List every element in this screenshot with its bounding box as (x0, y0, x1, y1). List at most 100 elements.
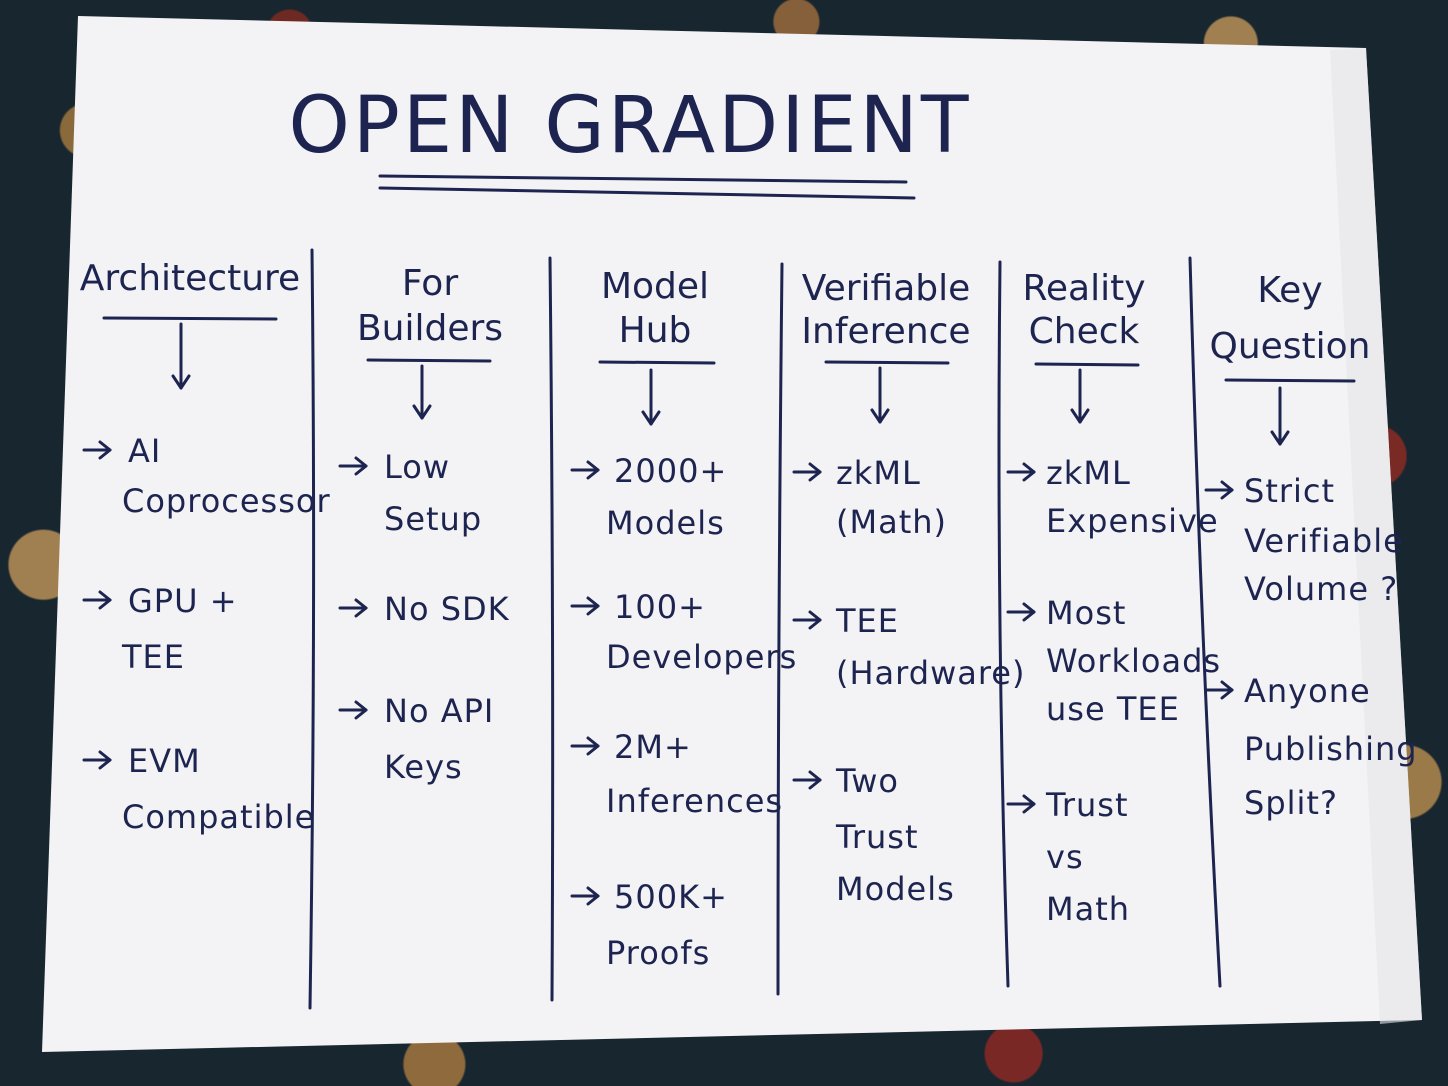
down-arrow-icon (870, 366, 890, 424)
list-item-text: 100+ (614, 588, 706, 626)
right-arrow-icon (82, 440, 112, 460)
right-arrow-icon (1006, 602, 1036, 622)
column-heading: Reality (1022, 268, 1145, 309)
list-item-text: No API (384, 692, 494, 730)
column-heading: Check (1029, 311, 1140, 352)
list-item-text: Developers (606, 638, 797, 676)
list-item-text: Inferences (606, 782, 783, 820)
right-arrow-icon (1006, 462, 1036, 482)
list-item-text: Verifiable (1244, 522, 1404, 560)
column-5: RealityCheckzkMLExpensiveMostWorkloadsus… (1006, 268, 1220, 928)
right-arrow-icon (570, 736, 600, 756)
heading-underline (824, 360, 950, 365)
column-3: ModelHub2000+Models100+Developers2M+Infe… (570, 266, 797, 972)
list-item: zkML(Math) (792, 454, 947, 541)
list-item-text: Trust (835, 818, 919, 856)
list-item-text: Split? (1244, 784, 1338, 822)
column-divider-2 (548, 256, 555, 1002)
title-underline-2 (378, 186, 916, 200)
column-heading: For (402, 263, 458, 304)
right-arrow-icon (82, 590, 112, 610)
list-item-text: (Hardware) (836, 654, 1025, 692)
list-item: TEE (Hardware) (792, 602, 1025, 692)
list-item-text: Keys (384, 748, 463, 786)
list-item-text: (Math) (836, 503, 947, 541)
right-arrow-icon (1204, 680, 1234, 700)
list-item-text: Low (384, 448, 450, 486)
list-item-text: Models (836, 870, 955, 908)
list-item-text: Math (1046, 890, 1130, 928)
heading-underline (598, 360, 716, 365)
list-item: No API Keys (338, 692, 494, 786)
list-item-text: 500K+ (614, 878, 728, 916)
heading-underline (366, 358, 492, 363)
list-item-text: Coprocessor (122, 482, 331, 520)
list-item-text: 2000+ (614, 452, 727, 490)
right-arrow-icon (1006, 794, 1036, 814)
list-item: 100+ Developers (570, 588, 797, 676)
down-arrow-icon (412, 364, 432, 420)
page-title: OPEN GRADIENT (288, 81, 971, 171)
right-arrow-icon (792, 462, 822, 482)
list-item-text: EVM (128, 742, 201, 780)
right-arrow-icon (338, 700, 368, 720)
list-item-text: No SDK (384, 590, 510, 628)
list-item-text: GPU + (128, 582, 238, 620)
right-arrow-icon (338, 598, 368, 618)
column-heading: Verifiable (802, 268, 971, 309)
heading-underline (1034, 362, 1140, 367)
right-arrow-icon (570, 596, 600, 616)
column-heading: Architecture (80, 258, 300, 299)
list-item-text: Anyone (1244, 672, 1371, 710)
list-item-text: zkML (1046, 454, 1131, 492)
list-item-text: Compatible (122, 798, 315, 836)
heading-underline (102, 316, 278, 321)
list-item-text: Trust (1045, 786, 1129, 824)
right-arrow-icon (570, 886, 600, 906)
column-heading: Inference (801, 311, 970, 352)
list-item-text: TEE (835, 602, 899, 640)
down-arrow-icon (171, 322, 191, 390)
list-item-text: Expensive (1046, 502, 1219, 540)
right-arrow-icon (338, 456, 368, 476)
list-item-text: Strict (1244, 472, 1335, 510)
right-arrow-icon (82, 750, 112, 770)
paper-shade (1330, 48, 1422, 1024)
list-item-text: Most (1046, 594, 1126, 632)
list-item: zkML Expensive (1006, 454, 1219, 540)
right-arrow-icon (570, 460, 600, 480)
heading-underline (1224, 378, 1356, 383)
right-arrow-icon (792, 770, 822, 790)
down-arrow-icon (1270, 386, 1290, 446)
column-divider-5 (1188, 256, 1222, 988)
list-item: 500K+Proofs (570, 878, 728, 972)
list-item-text: use TEE (1046, 690, 1180, 728)
list-item: GPU + TEE (82, 582, 238, 676)
down-arrow-icon (1070, 368, 1090, 424)
column-divider-4 (997, 260, 1010, 988)
list-item: 2000+ Models (570, 452, 727, 542)
list-item-text: Publishing (1244, 730, 1418, 768)
title-underline-1 (378, 174, 908, 184)
column-divider-3 (776, 262, 784, 996)
list-item-text: AI (128, 432, 161, 470)
list-item-text: Models (606, 504, 725, 542)
down-arrow-icon (641, 368, 661, 426)
right-arrow-icon (792, 610, 822, 630)
list-item-text: Two (835, 762, 899, 800)
list-item-text: TEE (121, 638, 185, 676)
list-item-text: Volume ? (1244, 570, 1398, 608)
column-divider-1 (308, 248, 316, 1010)
list-item: No SDK (338, 590, 510, 628)
list-item: AI Coprocessor (82, 432, 331, 520)
column-heading: Hub (619, 310, 692, 351)
column-heading: Model (601, 266, 709, 307)
